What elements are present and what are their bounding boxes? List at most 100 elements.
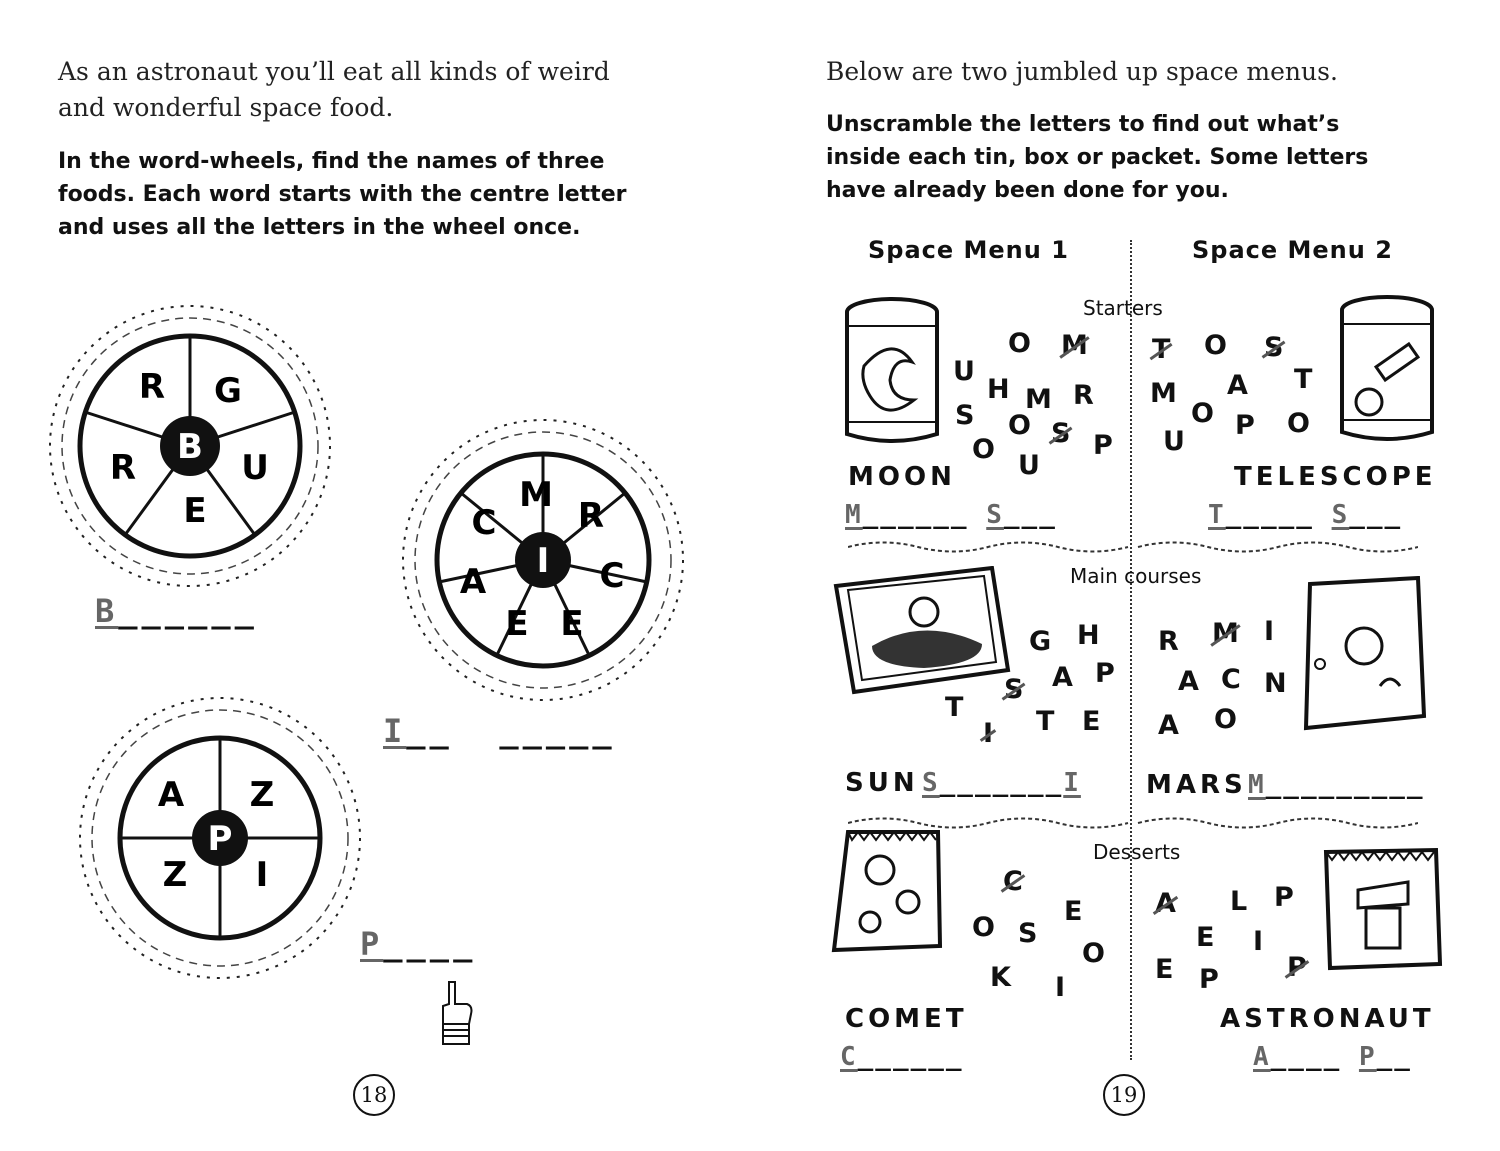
tin-can-telescope-icon bbox=[1340, 295, 1434, 441]
label-moon: MOON bbox=[848, 462, 956, 492]
wheel-decoration-ring bbox=[414, 431, 672, 689]
answer-given-letter: S bbox=[986, 500, 1004, 530]
wheel-letter: A bbox=[158, 775, 185, 815]
left-intro-line-2: and wonderful space food. bbox=[58, 93, 394, 122]
answer-astronaut[interactable]: A____ P__ bbox=[1253, 1042, 1412, 1072]
wheel-center bbox=[160, 416, 220, 476]
wheel-2-answer[interactable]: I__ _____ bbox=[383, 712, 616, 750]
wheel-letter: C bbox=[472, 503, 497, 543]
wheel-letter: M bbox=[519, 475, 553, 515]
answer-sun[interactable]: S_______I bbox=[922, 768, 1081, 798]
answer-given-letter: P bbox=[360, 925, 384, 963]
jumbled-letter: O bbox=[1214, 704, 1237, 735]
label-telescope: TELESCOPE bbox=[1234, 462, 1437, 492]
food-box-mars-icon bbox=[1303, 576, 1427, 731]
label-mars: MARS bbox=[1146, 770, 1247, 800]
jumbled-letter-crossed: S bbox=[1004, 674, 1024, 705]
jumbled-letter: U bbox=[953, 356, 975, 387]
jumbled-letter: T bbox=[1036, 706, 1055, 737]
wheel-decoration-ring bbox=[79, 697, 361, 979]
answer-blanks: _________ bbox=[1265, 770, 1425, 800]
word-wheel-pizza: P A Z I Z bbox=[79, 697, 361, 979]
jumbled-letter: P bbox=[1199, 964, 1219, 995]
jumbled-letter-crossed: S bbox=[1264, 332, 1284, 363]
menu-1-title: Space Menu 1 bbox=[868, 236, 1069, 264]
section-main-courses: Main courses bbox=[1070, 564, 1202, 588]
answer-given-letter: S bbox=[922, 768, 940, 798]
jumbled-letter-crossed: I bbox=[983, 718, 994, 749]
wheel-letter: Z bbox=[163, 855, 188, 895]
jumbled-letter: M bbox=[1150, 378, 1177, 409]
jumbled-letter: A bbox=[1227, 370, 1248, 401]
jumbled-letter: H bbox=[987, 374, 1010, 405]
jumbled-letter: P bbox=[1235, 410, 1255, 441]
jumbled-letter: A bbox=[1178, 666, 1199, 697]
jumbled-letter: P bbox=[1095, 658, 1115, 689]
jumbled-letter: O bbox=[1082, 938, 1105, 969]
answer-blanks: ____ bbox=[383, 925, 477, 963]
answer-given-letter: I bbox=[383, 712, 407, 750]
menu-2-title: Space Menu 2 bbox=[1192, 236, 1393, 264]
answer-blanks: ___ bbox=[1349, 500, 1403, 530]
jumbled-letter: T bbox=[945, 692, 964, 723]
jumbled-letter-crossed: T bbox=[1152, 334, 1171, 365]
answer-blanks: __ bbox=[1376, 1042, 1412, 1072]
answer-mars[interactable]: M_________ bbox=[1248, 770, 1425, 800]
jumbled-letter: M bbox=[1025, 384, 1052, 415]
jumbled-letter-crossed: S bbox=[1051, 418, 1071, 449]
wheel-3-answer[interactable]: P____ bbox=[360, 925, 476, 963]
wheel-decoration-ring bbox=[49, 305, 331, 587]
jumbled-letter: O bbox=[1008, 410, 1031, 441]
answer-comet[interactable]: C______ bbox=[840, 1042, 964, 1072]
jumbled-letter: O bbox=[1191, 398, 1214, 429]
left-instructions-line-2: foods. Each word starts with the centre … bbox=[58, 182, 627, 207]
wheel-letter: I bbox=[256, 855, 269, 895]
jumbled-letter: S bbox=[1018, 918, 1038, 949]
section-separator bbox=[848, 541, 1418, 553]
page-number-18: 18 bbox=[353, 1074, 395, 1116]
answer-given-letter: S bbox=[1331, 500, 1350, 530]
wheel-letter: E bbox=[505, 604, 528, 644]
answer-given-letter: C bbox=[840, 1042, 858, 1072]
word-wheel-ice-cream: I M R C E E A C bbox=[402, 419, 684, 701]
jumbled-letter-crossed: A bbox=[1155, 888, 1176, 919]
wheel-letter: A bbox=[460, 562, 487, 602]
jumbled-letter: U bbox=[1018, 450, 1040, 481]
answer-blanks: ______ bbox=[862, 500, 969, 530]
answer-given-letter: B bbox=[95, 592, 119, 630]
jumbled-letter: P bbox=[1093, 430, 1113, 461]
tin-can-moon-icon bbox=[845, 297, 939, 443]
wheel-center-letter: I bbox=[537, 541, 550, 581]
answer-blanks: ___ bbox=[1003, 500, 1057, 530]
answer-blanks: _____ bbox=[1225, 500, 1314, 530]
answer-given-letter: T bbox=[1208, 500, 1226, 530]
jumbled-letter: O bbox=[972, 434, 995, 465]
wheel-letter: E bbox=[560, 604, 583, 644]
wheel-letter: G bbox=[214, 371, 242, 411]
answer-telescope[interactable]: T_____ S___ bbox=[1208, 500, 1402, 530]
wheel-decoration-ring bbox=[402, 419, 684, 701]
jumbled-letter-crossed: M bbox=[1212, 618, 1239, 649]
wheel-decoration-ring bbox=[91, 709, 349, 967]
jumbled-letter: O bbox=[1008, 328, 1031, 359]
label-astronaut: ASTRONAUT bbox=[1220, 1004, 1435, 1034]
jumbled-letter: R bbox=[1073, 380, 1094, 411]
answer-moon[interactable]: M______ S___ bbox=[845, 500, 1057, 530]
wheel-1-answer[interactable]: B______ bbox=[95, 592, 258, 630]
jumbled-letter: S bbox=[955, 400, 975, 431]
answer-blanks: ______ bbox=[857, 1042, 964, 1072]
wheel-letter: R bbox=[110, 448, 136, 488]
wheel-letter: R bbox=[578, 496, 604, 536]
jumbled-letter: G bbox=[1029, 626, 1052, 657]
wheel-letter: C bbox=[600, 556, 625, 596]
jumbled-letter: L bbox=[1230, 886, 1248, 917]
right-instructions-line-1: Unscramble the letters to find out what’… bbox=[826, 112, 1340, 137]
answer-given-letter: M bbox=[1248, 770, 1266, 800]
answer-blanks: _______ bbox=[939, 768, 1064, 798]
jumbled-letter: T bbox=[1294, 364, 1313, 395]
jumbled-letter: A bbox=[1158, 710, 1179, 741]
jumbled-letter: I bbox=[1264, 616, 1275, 647]
wheel-decoration-ring bbox=[61, 317, 319, 575]
jumbled-letter: A bbox=[1052, 662, 1073, 693]
wheel-letter: Z bbox=[250, 775, 275, 815]
